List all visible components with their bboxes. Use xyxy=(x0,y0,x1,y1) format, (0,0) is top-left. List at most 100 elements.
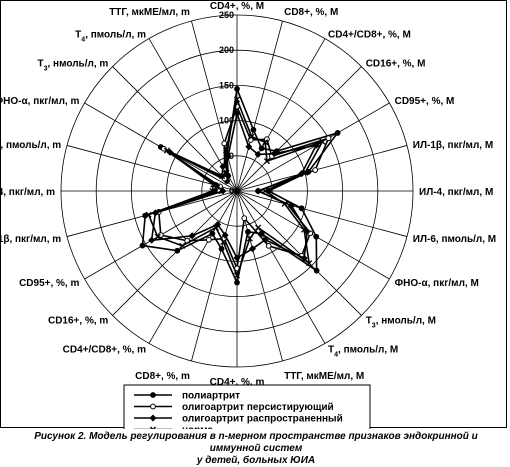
data-point xyxy=(301,226,308,233)
axis-label: CD95+, %, m xyxy=(19,278,79,289)
legend-label: олигоартрит персистирующий xyxy=(182,402,334,413)
data-point xyxy=(221,231,229,239)
data-point xyxy=(265,242,272,249)
data-point xyxy=(188,232,196,240)
data-point xyxy=(254,187,262,195)
data-point xyxy=(234,86,240,92)
legend-label: олигоартрит распространенный xyxy=(182,414,343,425)
spoke-line xyxy=(112,190,238,316)
spoke-line xyxy=(236,190,326,344)
data-point xyxy=(233,272,241,279)
data-point xyxy=(233,110,241,118)
data-point xyxy=(261,236,269,244)
series-1 xyxy=(139,85,341,286)
data-point xyxy=(281,200,288,207)
axis-label: ИЛ-1β, пкг/мл, m xyxy=(1,234,61,245)
axis-label: ИЛ-4, пкг/мл, M xyxy=(419,187,493,198)
axis-label: ИЛ-6, пмоль/л, M xyxy=(413,234,496,245)
r-tick-label: 150 xyxy=(219,80,234,90)
data-point xyxy=(149,414,157,422)
axis-label: CD95+, %, M xyxy=(395,96,455,107)
spoke-line xyxy=(236,66,362,192)
data-point xyxy=(245,143,253,151)
data-point xyxy=(139,242,146,249)
caption-line-1: Рисунок 2. Модель регулирования в n-мерн… xyxy=(34,431,478,454)
axis-label: CD16+, %, M xyxy=(366,58,426,69)
data-point xyxy=(233,96,241,103)
data-point xyxy=(148,236,156,244)
spoke-line xyxy=(236,190,390,280)
axis-label: CD16+, %, m xyxy=(48,316,108,327)
axis-label: CD4+, %, M xyxy=(210,1,264,12)
spoke-line xyxy=(191,20,238,192)
spoke-line xyxy=(148,190,238,344)
data-point xyxy=(150,403,156,410)
axis-label: CD8+, %, m xyxy=(135,371,190,382)
data-point xyxy=(248,133,255,140)
axis-label: ТТГ, мкМЕ/мл, M xyxy=(284,371,364,382)
axis-label: CD4+, %, m xyxy=(210,377,265,388)
spoke-line xyxy=(191,190,238,362)
data-point xyxy=(220,238,227,246)
legend-entry: полиартрит xyxy=(134,391,240,402)
data-point xyxy=(263,158,270,165)
legend-entry: олигоартрит распространенный xyxy=(134,414,343,425)
axis-label: ФНО-α, пкг/мл, M xyxy=(395,278,479,289)
data-point xyxy=(218,245,225,252)
data-point xyxy=(214,221,222,229)
series-layer xyxy=(139,85,341,286)
data-point xyxy=(306,260,313,267)
axis-label: ФНО-α, пкг/мл, m xyxy=(1,96,79,107)
axis-label: CD8+, %, M xyxy=(284,7,338,18)
legend-label: норма xyxy=(182,425,213,429)
data-point xyxy=(219,163,227,171)
axis-label: CD4+/CD8+, %, m xyxy=(63,345,146,356)
legend-label: полиартрит xyxy=(182,391,240,402)
legend-entry: норма xyxy=(134,425,213,429)
figure-caption: Рисунок 2. Модель регулирования в n-мерн… xyxy=(8,431,504,467)
spoke-line xyxy=(236,145,408,192)
data-point xyxy=(221,140,228,147)
data-point xyxy=(258,145,265,152)
data-point xyxy=(223,147,230,154)
r-tick-label: 200 xyxy=(219,45,234,55)
data-point xyxy=(213,182,221,190)
data-point xyxy=(212,224,219,231)
radar-grid xyxy=(60,14,414,368)
data-point xyxy=(145,211,152,218)
data-point xyxy=(205,236,212,243)
axis-label: ИЛ-6, пмоль/л, m xyxy=(1,140,61,151)
data-point xyxy=(163,147,170,154)
data-point xyxy=(210,181,217,188)
spoke-line xyxy=(236,102,390,192)
axis-label: ИЛ-1β, пкг/мл, M xyxy=(413,140,493,151)
data-point xyxy=(262,187,269,195)
axis-label: ТТГ, мкМЕ/мл, m xyxy=(109,7,190,18)
data-point xyxy=(262,139,269,146)
legend-entry: олигоартрит персистирующий xyxy=(134,402,334,413)
data-point xyxy=(313,267,320,274)
spoke-line xyxy=(236,38,326,192)
data-point xyxy=(301,169,309,176)
axis-label: T3, нмоль/л, M xyxy=(366,316,436,330)
data-point xyxy=(209,187,216,195)
data-point xyxy=(219,173,226,180)
data-point xyxy=(233,254,241,262)
data-point xyxy=(325,135,332,142)
data-point xyxy=(334,130,341,136)
data-point xyxy=(179,242,186,249)
data-point xyxy=(234,279,240,286)
data-point xyxy=(149,426,157,429)
caption-line-2: у детей, больных ЮИА xyxy=(196,455,316,466)
data-point xyxy=(209,230,216,237)
data-point xyxy=(312,167,319,173)
data-point xyxy=(264,136,270,143)
data-point xyxy=(160,145,167,152)
r-tick-label: 100 xyxy=(219,116,234,126)
data-point xyxy=(254,150,262,158)
data-point xyxy=(313,233,320,240)
series-line xyxy=(147,96,325,278)
